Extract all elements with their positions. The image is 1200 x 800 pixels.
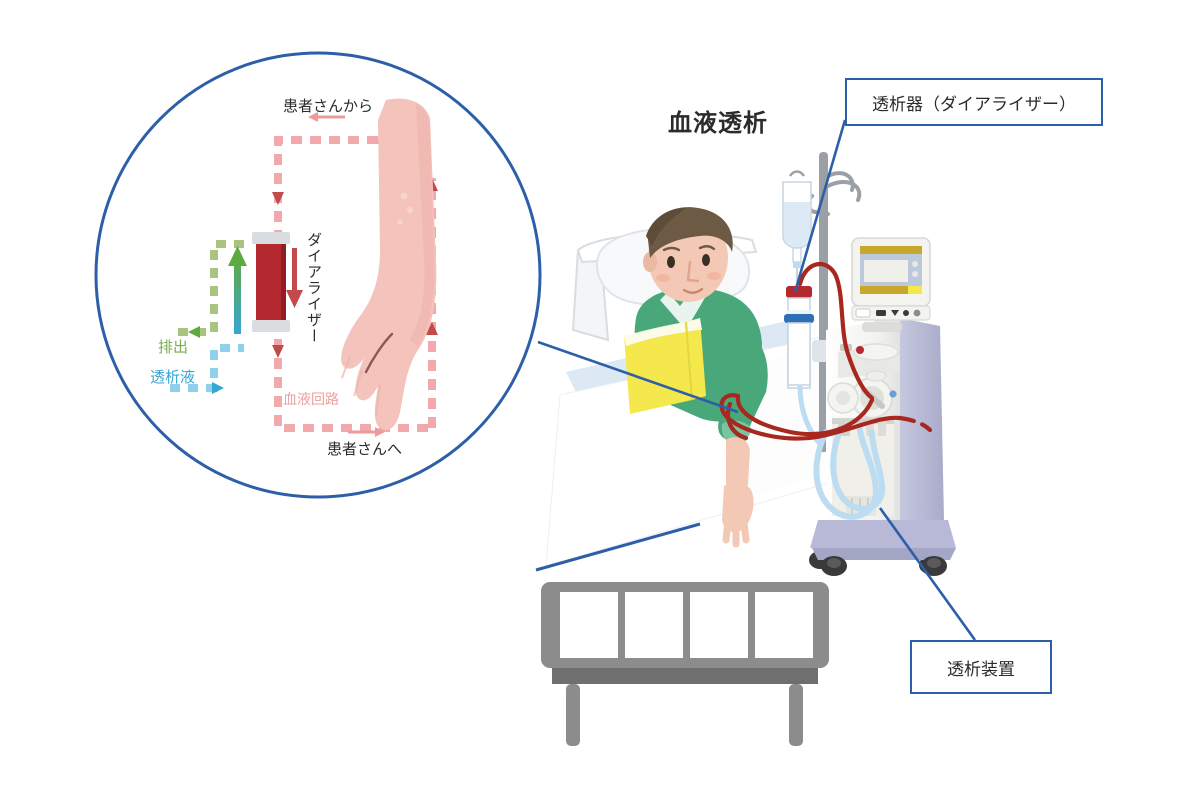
leader-line-dialyzer <box>793 119 847 293</box>
page-title: 血液透析 <box>668 110 768 137</box>
dialysate-flow-arrows <box>188 326 224 394</box>
dialysate-circuit-path <box>170 240 244 392</box>
callout-machine[interactable]: 透析装置 <box>910 640 1052 694</box>
blood-tubing <box>719 261 933 441</box>
label-blood-circuit: 血液回路 <box>283 391 339 407</box>
dialysate-tubing <box>813 427 886 520</box>
leader-line-machine <box>878 507 977 641</box>
label-drain: 排出 <box>158 339 189 356</box>
inset-label-arrows <box>308 112 385 437</box>
dialyzer-flow-arrow <box>286 248 303 308</box>
callout-dialyzer[interactable]: 透析器（ダイアライザー） <box>845 78 1103 126</box>
callout-dialyzer-label: 透析器（ダイアライザー） <box>872 94 1076 114</box>
dialyzer-cartridge <box>252 232 290 332</box>
label-from-patient: 患者さんから <box>283 98 374 115</box>
label-to-patient: 患者さんへ <box>327 441 403 458</box>
label-dialysate: 透析液 <box>150 369 196 386</box>
patient-arm <box>341 98 437 430</box>
dialysis-machine <box>810 237 956 576</box>
leader-line-inset <box>537 340 739 414</box>
label-dialyzer-vertical: ダイアライザー <box>305 232 322 344</box>
countercurrent-arrow <box>228 246 247 334</box>
iv-pole-assembly <box>782 152 862 452</box>
inset-magnifier <box>94 51 542 499</box>
callout-leader-lines <box>537 119 977 641</box>
callout-machine-label: 透析装置 <box>947 659 1015 679</box>
